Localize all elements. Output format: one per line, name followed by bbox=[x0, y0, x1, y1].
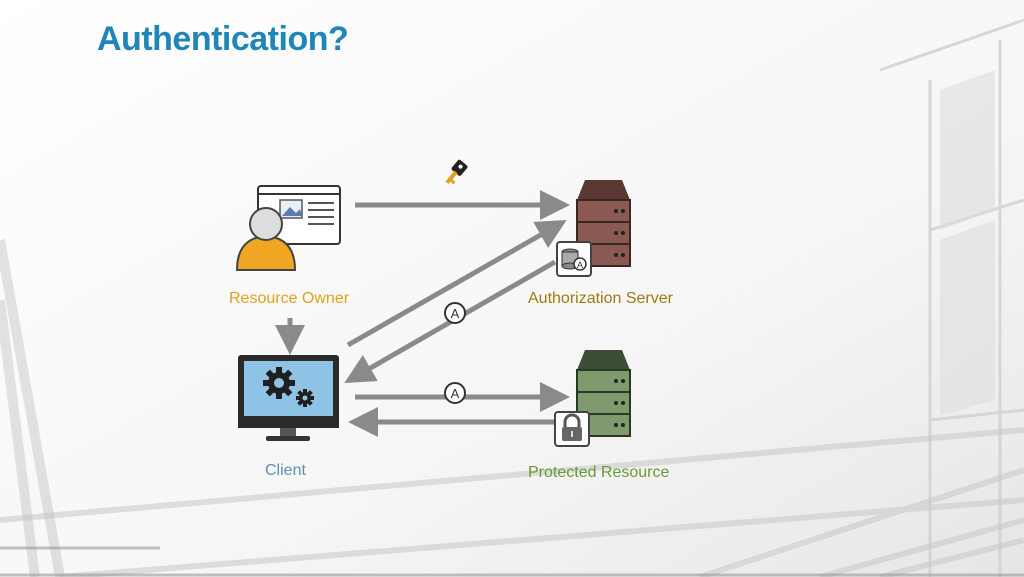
protected-server-icon bbox=[576, 350, 631, 437]
token-glyph-1: A bbox=[451, 306, 460, 321]
gears-icon bbox=[263, 367, 314, 407]
arrow-client-to-auth bbox=[346, 220, 567, 348]
authorization-server-label: Authorization Server bbox=[528, 290, 673, 307]
db-token-glyph: A bbox=[577, 260, 583, 270]
key-icon bbox=[445, 159, 468, 185]
client-label: Client bbox=[265, 462, 306, 479]
lock-icon bbox=[554, 411, 590, 447]
token-icon-auth-arrow: A bbox=[444, 302, 466, 324]
token-icon-resource-arrow: A bbox=[444, 382, 466, 404]
user-icon bbox=[235, 207, 297, 271]
protected-resource-label: Protected Resource bbox=[528, 464, 670, 481]
database-icon: A bbox=[556, 241, 592, 277]
resource-owner-label: Resource Owner bbox=[229, 290, 350, 307]
monitor-icon bbox=[238, 355, 339, 441]
slide-title: Authentication? bbox=[97, 20, 349, 58]
token-glyph-2: A bbox=[451, 386, 460, 401]
